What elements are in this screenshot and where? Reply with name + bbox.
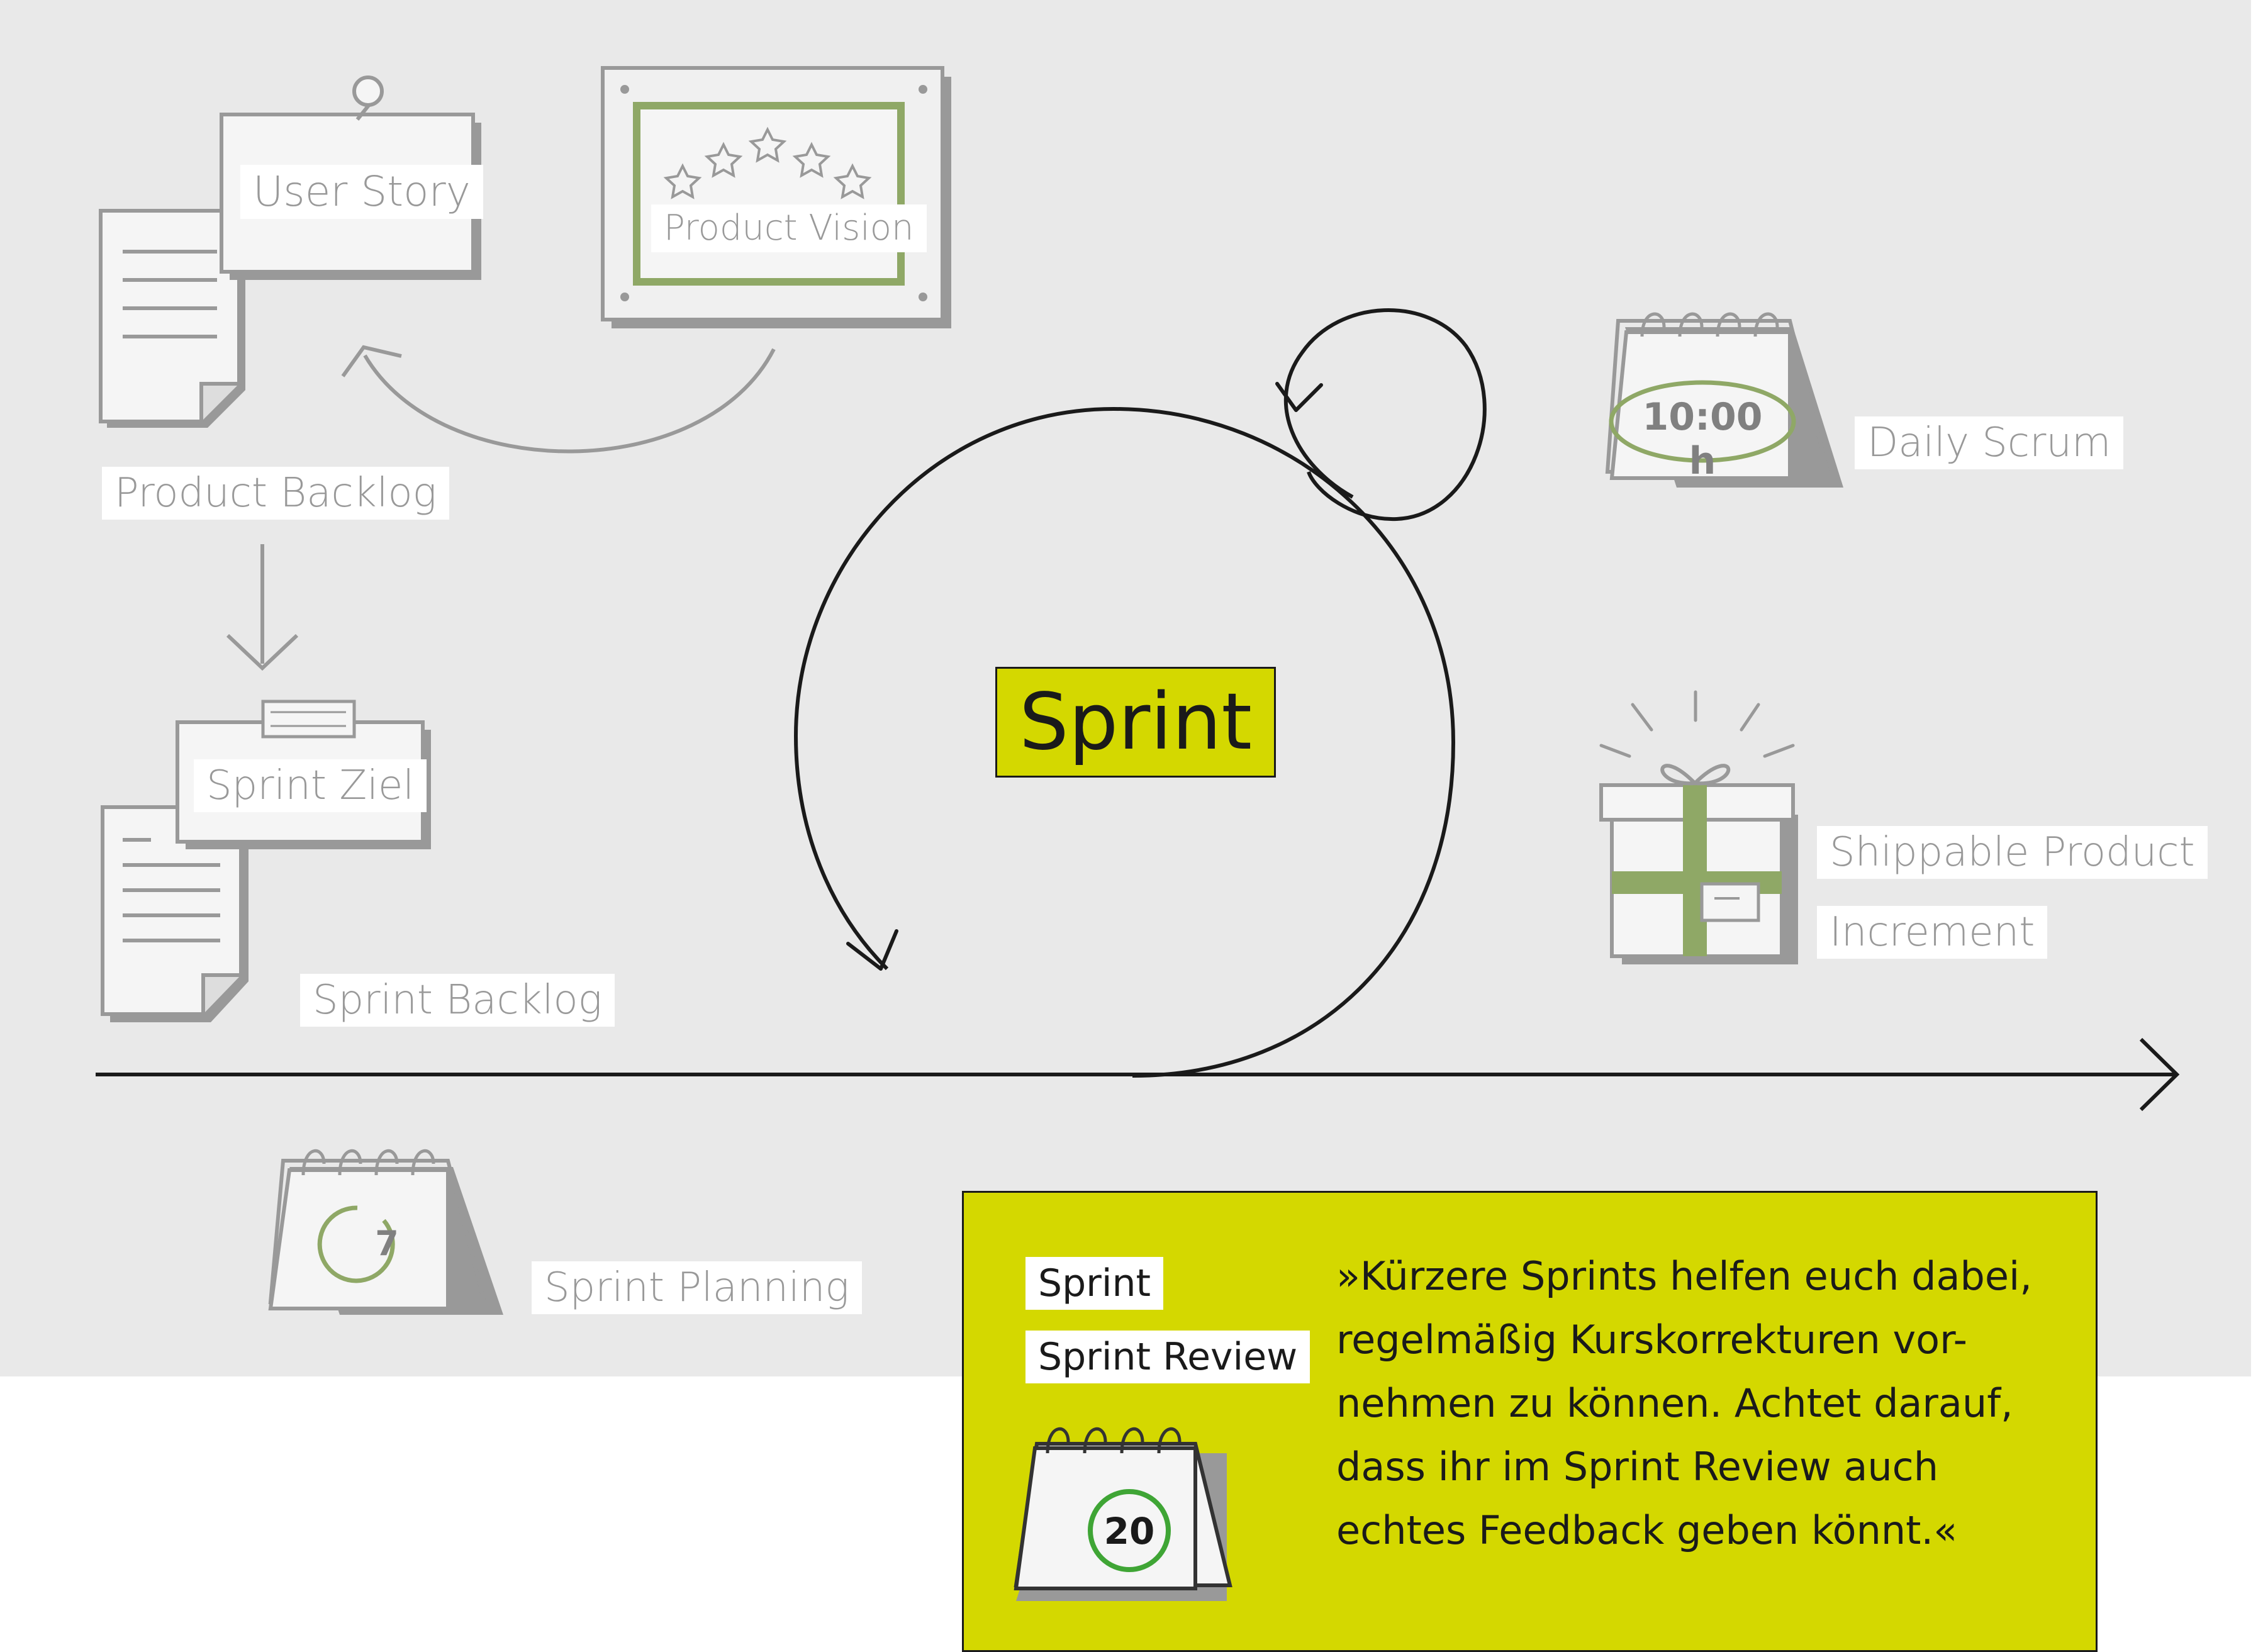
quote-tag-sprint-review: Sprint Review	[1025, 1331, 1310, 1383]
star-rating-icon	[663, 126, 872, 199]
sprint-review-day: 20	[1104, 1510, 1155, 1553]
daily-scrum-time: 10:00 h	[1642, 395, 1763, 483]
product-vision-frame	[601, 66, 951, 328]
daily-scrum-calendar-icon	[1605, 312, 1843, 488]
sprint-ziel-label: Sprint Ziel	[194, 759, 427, 812]
daily-scrum-label: Daily Scrum	[1855, 416, 2124, 469]
product-vision-label: Product Vision	[651, 204, 927, 252]
gift-tag-icon	[1700, 882, 1760, 922]
quote-text: »Kürzere Sprints helfen euch dabei, rege…	[1336, 1253, 2032, 1553]
shippable-product-label: Shippable Product	[1817, 826, 2208, 879]
product-backlog-document-icon	[99, 209, 245, 428]
user-story-label: User Story	[240, 165, 483, 219]
gift-box-icon	[1599, 690, 1798, 964]
vision-to-story-arrow	[341, 345, 776, 454]
timeline-arrow	[96, 1037, 2180, 1112]
quote-tag-sprint: Sprint	[1025, 1257, 1164, 1310]
sprint-backlog-document-icon	[101, 805, 249, 1022]
sprint-loop	[793, 308, 1487, 1078]
increment-label: Increment	[1817, 906, 2048, 959]
backlog-down-arrow	[226, 544, 299, 671]
sprint-planning-label: Sprint Planning	[532, 1261, 862, 1314]
product-backlog-label: Product Backlog	[102, 467, 450, 520]
sprint-title: Sprint	[995, 667, 1276, 778]
sprint-planning-calendar-icon	[268, 1149, 503, 1315]
sprint-backlog-label: Sprint Backlog	[300, 974, 615, 1027]
tape-icon	[261, 700, 356, 739]
sprint-planning-day: 7	[375, 1224, 399, 1263]
